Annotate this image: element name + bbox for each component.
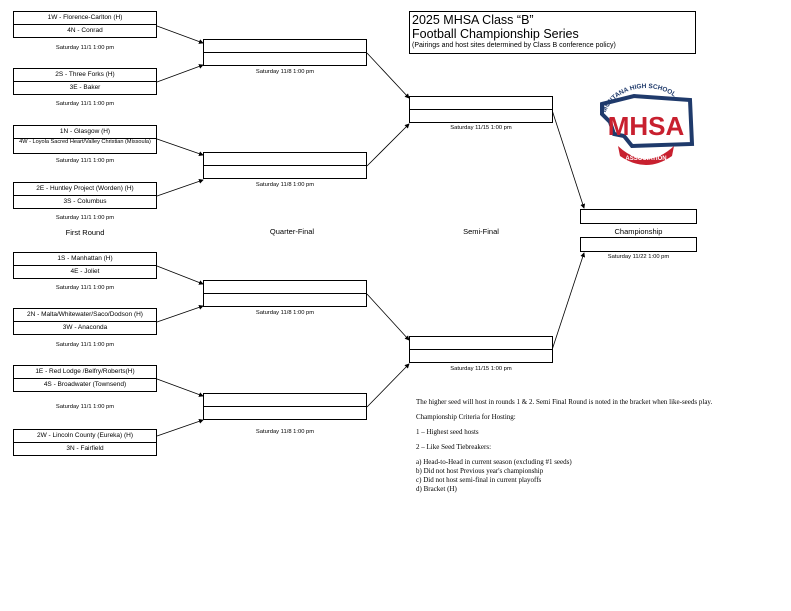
game-date: Saturday 11/1 1:00 pm (55, 101, 115, 107)
team-slot: 3N - Fairfield (13, 442, 157, 456)
round-label-first: First Round (65, 228, 105, 237)
title-line-1: 2025 MHSA Class “B” (412, 13, 534, 27)
game-date: Saturday 11/1 1:00 pm (55, 45, 115, 51)
team-slot: 4S - Broadwater (Townsend) (13, 378, 157, 392)
team-slot-empty (409, 109, 553, 123)
team-slot-empty (203, 52, 367, 66)
criterion-2: 2 – Like Seed Tiebreakers: (416, 443, 492, 451)
first-round-game-8: 2W - Lincoln County (Eureka) (H) 3N - Fa… (13, 429, 157, 457)
game-date: Saturday 11/1 1:00 pm (55, 404, 115, 410)
team-slot: 2W - Lincoln County (Eureka) (H) (13, 429, 157, 443)
game-date: Saturday 11/1 1:00 pm (55, 215, 115, 221)
championship-date: Saturday 11/22 1:00 pm (607, 254, 670, 260)
logo-bottom-text: ASSOCIATION (625, 156, 666, 162)
team-slot-empty (203, 393, 367, 407)
first-round-game-3: 1N - Glasgow (H) 4W - Loyola Sacred Hear… (13, 125, 157, 155)
criteria-heading: Championship Criteria for Hosting: (416, 413, 516, 421)
team-slot: 3E - Baker (13, 81, 157, 95)
logo-main-text: MHSA (608, 111, 685, 141)
game-date: Saturday 11/8 1:00 pm (255, 182, 315, 188)
team-slot: 1W - Florence-Carlton (H) (13, 11, 157, 25)
semi-final-game-1 (409, 96, 553, 124)
round-label-championship: Championship (614, 227, 663, 236)
game-date: Saturday 11/8 1:00 pm (255, 310, 315, 316)
tiebreaker-item: b) Did not host Previous year's champion… (416, 467, 544, 475)
title-subtitle: (Pairings and host sites determined by C… (412, 42, 616, 49)
first-round-game-5: 1S - Manhattan (H) 4E - Joliet (13, 252, 157, 280)
team-slot-empty (203, 293, 367, 307)
first-round-game-6: 2N - Malta/Whitewater/Saco/Dodson (H) 3W… (13, 308, 157, 336)
team-slot-empty (203, 165, 367, 179)
round-label-quarter: Quarter-Final (269, 227, 315, 236)
title-box: 2025 MHSA Class “B” Football Championshi… (409, 11, 696, 54)
quarter-final-game-2 (203, 152, 367, 180)
quarter-final-game-1 (203, 39, 367, 67)
team-slot: 4N - Conrad (13, 24, 157, 38)
team-slot-empty (203, 152, 367, 166)
team-slot: 1E - Red Lodge /Belfry/Roberts(H) (13, 365, 157, 379)
team-slot: 3W - Anaconda (13, 321, 157, 335)
team-slot: 2S - Three Forks (H) (13, 68, 157, 82)
team-slot-empty (203, 280, 367, 294)
semi-final-game-2 (409, 336, 553, 364)
first-round-game-1: 1W - Florence-Carlton (H) 4N - Conrad (13, 11, 157, 39)
team-slot: 4W - Loyola Sacred Heart/Valley Christia… (13, 138, 157, 154)
criterion-1: 1 – Highest seed hosts (416, 428, 479, 436)
team-slot: 1S - Manhattan (H) (13, 252, 157, 266)
game-date: Saturday 11/1 1:00 pm (55, 342, 115, 348)
tiebreaker-item: d) Bracket (H) (416, 485, 457, 493)
game-date: Saturday 11/1 1:00 pm (55, 285, 115, 291)
quarter-final-game-3 (203, 280, 367, 308)
team-slot-empty (409, 336, 553, 350)
first-round-game-2: 2S - Three Forks (H) 3E - Baker (13, 68, 157, 96)
game-date: Saturday 11/8 1:00 pm (255, 429, 315, 435)
team-slot: 1N - Glasgow (H) (13, 125, 157, 139)
title-line-2: Football Championship Series (412, 27, 579, 41)
game-date: Saturday 11/1 1:00 pm (55, 158, 115, 164)
game-date: Saturday 11/8 1:00 pm (255, 69, 315, 75)
championship-slot-bottom (580, 237, 697, 252)
tiebreaker-item: a) Head-to-Head in current season (exclu… (416, 458, 572, 466)
tiebreaker-item: c) Did not host semi-final in current pl… (416, 476, 542, 484)
mhsa-logo: MONTANA HIGH SCHOOL MHSA ASSOCIATION (600, 83, 695, 165)
game-date: Saturday 11/15 1:00 pm (450, 366, 512, 372)
team-slot: 4E - Joliet (13, 265, 157, 279)
quarter-final-game-4 (203, 393, 367, 421)
championship-slot-top (580, 209, 697, 224)
host-rule-text: The higher seed will host in rounds 1 & … (416, 398, 713, 406)
team-slot-empty (409, 349, 553, 363)
round-label-semi: Semi-Final (463, 227, 499, 236)
team-slot-empty (409, 96, 553, 110)
hosting-notes: The higher seed will host in rounds 1 & … (416, 398, 776, 494)
team-slot-empty (203, 39, 367, 53)
team-slot-empty (203, 406, 367, 420)
game-date: Saturday 11/15 1:00 pm (450, 125, 512, 131)
first-round-game-7: 1E - Red Lodge /Belfry/Roberts(H) 4S - B… (13, 365, 157, 393)
first-round-game-4: 2E - Huntley Project (Worden) (H) 3S - C… (13, 182, 157, 210)
team-slot: 2E - Huntley Project (Worden) (H) (13, 182, 157, 196)
team-slot: 3S - Columbus (13, 195, 157, 209)
team-slot: 2N - Malta/Whitewater/Saco/Dodson (H) (13, 308, 157, 322)
